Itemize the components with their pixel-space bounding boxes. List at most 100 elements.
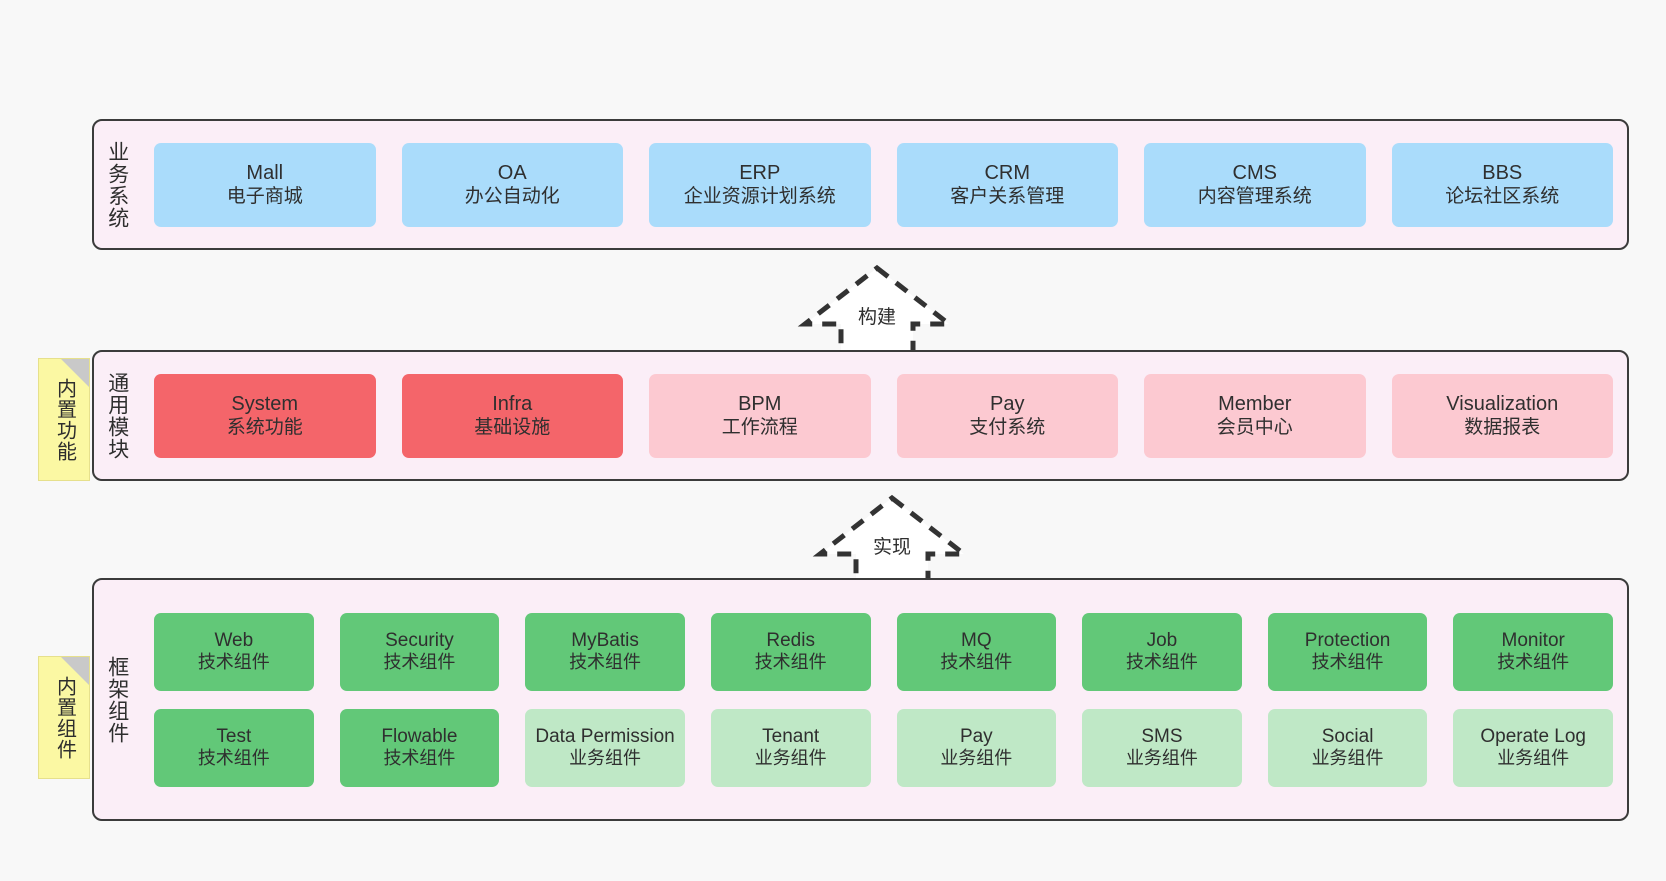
card-subtitle: 会员中心 xyxy=(1216,417,1293,439)
card-subtitle: 技术组件 xyxy=(1125,652,1198,673)
card-title: Security xyxy=(385,629,454,651)
card-subtitle: 业务组件 xyxy=(1497,748,1570,769)
card-subtitle: 论坛社区系统 xyxy=(1445,186,1560,208)
component-card-flowable[interactable]: Flowable 技术组件 xyxy=(339,708,500,787)
card-title: Pay xyxy=(990,392,1025,415)
business-systems-layer-title: 业务系统 xyxy=(105,140,129,229)
card-title: Operate Log xyxy=(1480,725,1586,747)
card-title: Monitor xyxy=(1501,629,1565,651)
component-card-redis[interactable]: Redis 技术组件 xyxy=(710,612,871,691)
card-title: BBS xyxy=(1482,161,1523,184)
module-card-system[interactable]: System 系统功能 xyxy=(154,373,376,458)
card-subtitle: 业务组件 xyxy=(1311,748,1384,769)
card-title: Protection xyxy=(1304,629,1391,651)
implement-arrow: 实现 xyxy=(812,492,972,588)
card-title: Test xyxy=(216,725,252,747)
card-subtitle: 技术组件 xyxy=(1497,652,1570,673)
component-card-mq[interactable]: MQ 技术组件 xyxy=(896,612,1057,691)
card-subtitle: 技术组件 xyxy=(197,748,270,769)
card-subtitle: 内容管理系统 xyxy=(1197,186,1312,208)
builtin-component-note-label: 内置组件 xyxy=(53,675,76,760)
common-modules-body: System 系统功能 Infra 基础设施 BPM 工作流程 Pay 支付系统… xyxy=(140,352,1627,479)
card-subtitle: 技术组件 xyxy=(569,652,642,673)
card-title: OA xyxy=(497,161,527,184)
card-title: Flowable xyxy=(381,725,458,747)
component-card-job[interactable]: Job 技术组件 xyxy=(1082,612,1242,691)
module-card-bpm[interactable]: BPM 工作流程 xyxy=(649,373,871,458)
component-card-monitor[interactable]: Monitor 技术组件 xyxy=(1453,612,1613,691)
card-subtitle: 支付系统 xyxy=(969,417,1046,439)
card-title: Visualization xyxy=(1446,392,1559,415)
framework-components-row-2: Test 技术组件 Flowable 技术组件 Data Permission … xyxy=(154,708,1613,787)
card-subtitle: 技术组件 xyxy=(754,652,827,673)
component-card-test[interactable]: Test 技术组件 xyxy=(154,708,314,787)
module-card-visualization[interactable]: Visualization 数据报表 xyxy=(1391,373,1613,458)
build-arrow: 构建 xyxy=(797,262,957,358)
card-title: MQ xyxy=(961,629,992,651)
component-card-tenant[interactable]: Tenant 业务组件 xyxy=(710,708,871,787)
card-title: ERP xyxy=(739,161,781,184)
component-card-social[interactable]: Social 业务组件 xyxy=(1267,708,1428,787)
business-card-crm[interactable]: CRM 客户关系管理 xyxy=(896,142,1118,227)
card-title: CMS xyxy=(1232,161,1277,184)
business-systems-layer: 业务系统 Mall 电子商城 OA 办公自动化 ERP 企业资源计划系统 CRM xyxy=(92,119,1629,250)
business-card-oa[interactable]: OA 办公自动化 xyxy=(401,142,623,227)
business-card-mall[interactable]: Mall 电子商城 xyxy=(154,142,376,227)
card-subtitle: 技术组件 xyxy=(197,652,270,673)
framework-components-body: Web 技术组件 Security 技术组件 MyBatis 技术组件 Redi… xyxy=(140,580,1627,819)
component-card-pay[interactable]: Pay 业务组件 xyxy=(896,708,1057,787)
card-title: BPM xyxy=(738,392,782,415)
component-card-data-permission[interactable]: Data Permission 业务组件 xyxy=(525,708,685,787)
business-card-erp[interactable]: ERP 企业资源计划系统 xyxy=(649,142,871,227)
card-title: CRM xyxy=(984,161,1031,184)
component-card-mybatis[interactable]: MyBatis 技术组件 xyxy=(525,612,685,691)
module-card-member[interactable]: Member 会员中心 xyxy=(1144,373,1366,458)
card-subtitle: 技术组件 xyxy=(383,652,456,673)
framework-components-layer: 框架组件 Web 技术组件 Security 技术组件 MyBatis 技术组件… xyxy=(92,578,1629,821)
card-title: Web xyxy=(214,629,254,651)
card-subtitle: 企业资源计划系统 xyxy=(683,186,836,208)
card-title: System xyxy=(231,392,299,415)
card-subtitle: 数据报表 xyxy=(1464,417,1541,439)
business-card-bbs[interactable]: BBS 论坛社区系统 xyxy=(1391,142,1613,227)
card-subtitle: 业务组件 xyxy=(940,748,1013,769)
business-systems-row: Mall 电子商城 OA 办公自动化 ERP 企业资源计划系统 CRM 客户关系… xyxy=(154,142,1613,227)
common-modules-row: System 系统功能 Infra 基础设施 BPM 工作流程 Pay 支付系统… xyxy=(154,373,1613,458)
module-card-infra[interactable]: Infra 基础设施 xyxy=(401,373,623,458)
card-subtitle: 技术组件 xyxy=(383,748,456,769)
card-title: Redis xyxy=(766,629,815,651)
component-card-protection[interactable]: Protection 技术组件 xyxy=(1267,612,1428,691)
card-title: Infra xyxy=(492,392,533,415)
builtin-function-note-label: 内置功能 xyxy=(53,377,76,462)
component-card-operate-log[interactable]: Operate Log 业务组件 xyxy=(1453,708,1613,787)
framework-components-layer-title: 框架组件 xyxy=(105,655,129,744)
framework-components-row-1: Web 技术组件 Security 技术组件 MyBatis 技术组件 Redi… xyxy=(154,612,1613,691)
component-card-security[interactable]: Security 技术组件 xyxy=(339,612,500,691)
business-systems-body: Mall 电子商城 OA 办公自动化 ERP 企业资源计划系统 CRM 客户关系… xyxy=(140,121,1627,248)
card-title: Job xyxy=(1146,629,1178,651)
card-subtitle: 客户关系管理 xyxy=(950,186,1065,208)
card-subtitle: 工作流程 xyxy=(721,417,798,439)
card-subtitle: 电子商城 xyxy=(226,186,303,208)
module-card-pay[interactable]: Pay 支付系统 xyxy=(896,373,1118,458)
component-card-sms[interactable]: SMS 业务组件 xyxy=(1082,708,1242,787)
card-subtitle: 技术组件 xyxy=(1311,652,1384,673)
builtin-component-note: 内置组件 xyxy=(38,656,90,779)
card-title: Data Permission xyxy=(535,725,675,747)
business-card-cms[interactable]: CMS 内容管理系统 xyxy=(1144,142,1366,227)
card-title: Pay xyxy=(959,725,993,747)
card-title: SMS xyxy=(1141,725,1183,747)
card-title: Mall xyxy=(246,161,284,184)
card-subtitle: 业务组件 xyxy=(1125,748,1198,769)
card-subtitle: 基础设施 xyxy=(474,417,551,439)
card-title: Member xyxy=(1218,392,1292,415)
card-title: Tenant xyxy=(762,725,820,747)
card-title: Social xyxy=(1321,725,1374,747)
common-modules-layer: 通用模块 System 系统功能 Infra 基础设施 BPM 工作流程 Pay xyxy=(92,350,1629,481)
card-subtitle: 系统功能 xyxy=(226,417,303,439)
card-subtitle: 业务组件 xyxy=(754,748,827,769)
card-subtitle: 技术组件 xyxy=(940,652,1013,673)
card-subtitle: 办公自动化 xyxy=(464,186,560,208)
component-card-web[interactable]: Web 技术组件 xyxy=(154,612,314,691)
